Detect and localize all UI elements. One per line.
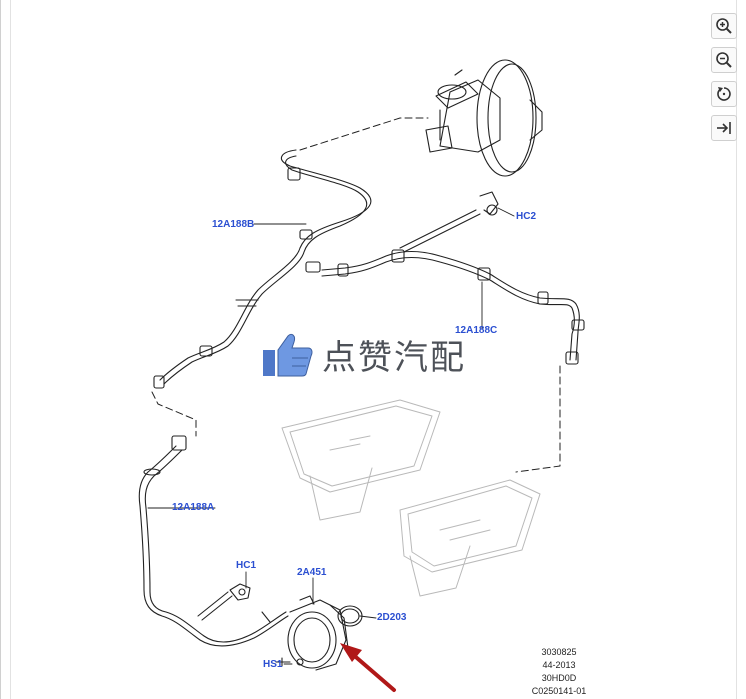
callout-12A188A[interactable]: 12A188A [172, 502, 215, 513]
callout-2D203[interactable]: 2D203 [377, 612, 407, 623]
rotate-button[interactable] [711, 81, 737, 107]
fit-button[interactable] [711, 115, 737, 141]
zoom-in-button[interactable] [711, 13, 737, 39]
meta-line-3: 30HD0D [541, 673, 577, 683]
callout-HS1[interactable]: HS1 [263, 659, 283, 670]
zoom-out-icon [716, 52, 732, 68]
left-border [10, 0, 11, 699]
callout-HC2[interactable]: HC2 [516, 211, 537, 222]
callout-12A188C[interactable]: 12A188C [455, 325, 498, 336]
hose-12A188B [153, 149, 372, 389]
viewer-toolbar [711, 13, 737, 149]
clip-hc1 [229, 583, 251, 601]
brake-booster [425, 59, 543, 177]
vacuum-pump [275, 595, 349, 671]
callout-12A188B[interactable]: 12A188B [212, 219, 255, 230]
hose-12A188C [321, 191, 585, 365]
meta-line-2: 44-2013 [542, 660, 576, 670]
cylinder-heads [281, 399, 541, 597]
watermark-text: 点赞汽配 [322, 338, 466, 378]
diagram-metadata: 3030825 44-2013 30HD0D C0250141-01 [530, 646, 588, 698]
red-arrow [340, 643, 396, 692]
hose-12A188A [138, 435, 289, 647]
callout-2A451[interactable]: 2A451 [297, 567, 327, 578]
right-border [736, 0, 737, 699]
meta-line-1: 3030825 [541, 647, 577, 657]
rotate-icon [717, 87, 731, 101]
callout-HC1[interactable]: HC1 [236, 560, 257, 571]
leader-lines [147, 207, 515, 665]
watermark: 点赞汽配 [262, 330, 466, 379]
dashed-leaders [151, 117, 561, 473]
zoom-in-icon [716, 18, 732, 34]
arrow-to-right-icon [717, 122, 731, 134]
thumbs-up-icon [263, 333, 313, 376]
zoom-out-button[interactable] [711, 47, 737, 73]
meta-line-4: C0250141-01 [531, 686, 587, 696]
